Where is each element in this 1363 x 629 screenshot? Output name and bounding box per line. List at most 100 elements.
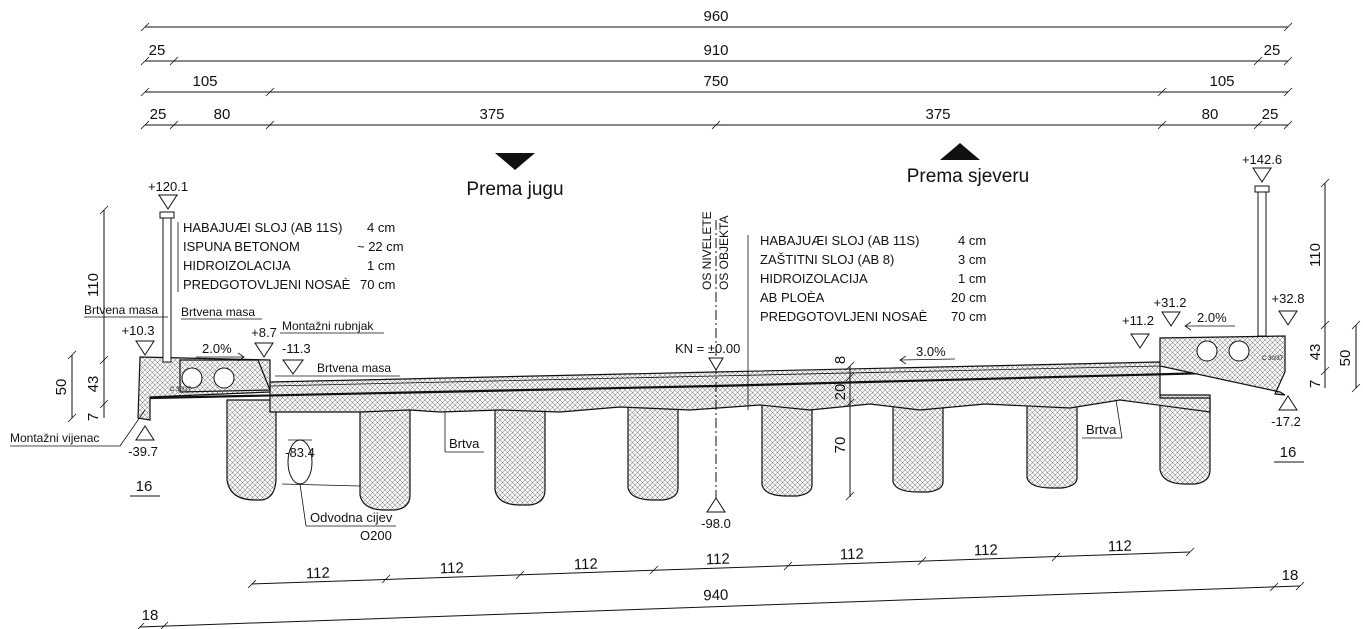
- top-dimension-rows: 960 25 910 25 105 750 105 25 80 375 375 …: [140, 8, 1293, 130]
- elev-rail-right: +142.6: [1242, 152, 1282, 167]
- layer-left-2-value: ~ 22 cm: [357, 239, 404, 254]
- span-112-1: 112: [306, 565, 330, 583]
- south-arrow-icon: [495, 153, 535, 170]
- vdim-right-split-tick: [1320, 366, 1330, 376]
- south-label: Prema jugu: [466, 179, 563, 200]
- slope-left: 2.0%: [202, 341, 232, 356]
- span-112-2: 112: [440, 560, 464, 578]
- layer-right-1-value: 4 cm: [958, 233, 986, 248]
- vdim-left-rail: 110: [85, 273, 102, 297]
- layer-right-2-value: 3 cm: [958, 252, 986, 267]
- annotation-brtvena-masa-1: Brtvena masa: [84, 303, 158, 317]
- elev-right-top: +31.2: [1154, 295, 1187, 310]
- right-duct-1: [1196, 340, 1218, 362]
- elev-left-kerb-icon: [282, 359, 304, 375]
- layer-right-3-name: HIDROIZOLACIJA: [760, 271, 868, 286]
- girder-7: [1026, 399, 1078, 489]
- kn-label: KN = ±0.00: [675, 341, 740, 356]
- layer-right-3-value: 1 cm: [958, 271, 986, 286]
- vdim-right-upper: 43: [1307, 344, 1324, 361]
- annotation-brtva-right: Brtva: [1086, 422, 1117, 437]
- span-112-7: 112: [1108, 538, 1132, 556]
- layer-right-4-name: AB PLOÈA: [760, 290, 825, 305]
- girder-6: [892, 399, 944, 493]
- dim-80-b: 80: [214, 106, 231, 123]
- dim-25-right-row2: 25: [1264, 42, 1281, 59]
- layer-right-4-value: 20 cm: [951, 290, 986, 305]
- left-rail-post: [162, 211, 172, 363]
- right-duct-2: [1228, 340, 1250, 362]
- elev-left-kerb: -11.3: [282, 341, 311, 356]
- annotation-montazni-rubnjak: Montažni rubnjak: [282, 319, 374, 333]
- layer-right-5-value: 70 cm: [951, 309, 986, 324]
- layer-left-4-name: PREDGOTOVLJENI NOSAÈ: [183, 277, 351, 292]
- dim-80-e: 80: [1202, 106, 1219, 123]
- elev-rail-right-icon: [1252, 167, 1272, 183]
- bottom-span-ticks: [247, 547, 1195, 589]
- dim-18-left: 18: [142, 607, 159, 624]
- left-duct-1: [181, 367, 203, 389]
- bottom-total-ticks: [137, 581, 1305, 629]
- layer-left-1-name: HABAJUÆI SLOJ (AB 11S): [183, 220, 342, 235]
- layer-right-5-name: PREDGOTOVLJENI NOSAÈ: [760, 309, 928, 324]
- span-112-4: 112: [706, 551, 730, 569]
- vdim-right-total: 50: [1337, 350, 1354, 367]
- vdim-left-upper: 43: [85, 376, 102, 393]
- vdim-left-lower: 7: [85, 413, 102, 421]
- elev-left-outer: +10.3: [122, 323, 155, 338]
- annotation-concrete-right: C 30/37: [1262, 356, 1284, 362]
- left-duct-2: [213, 367, 235, 389]
- girder-5: [761, 399, 813, 497]
- axis-objekt-label: OS OBJEKTA: [717, 216, 731, 290]
- vdim-deck-slab: 20: [832, 384, 849, 401]
- elev-left-outer-icon: [135, 340, 155, 356]
- elev-right-outer-icon: [1278, 310, 1298, 326]
- dim-25-left-row2: 25: [149, 42, 166, 59]
- vdim-right-rail: 110: [1307, 243, 1324, 267]
- annotation-concrete-left: C 30/37: [170, 387, 192, 393]
- vertical-dimensions: 110 50 43 7 16 110 50 43 7 16 8 20 70: [53, 178, 1361, 501]
- elev-girder-bottom: -98.0: [701, 516, 731, 531]
- right-cornice: [1159, 335, 1286, 396]
- bottom-total-line: [139, 585, 1301, 628]
- elev-right-top-icon: [1161, 311, 1181, 327]
- bottom-dimensions: 112 112 112 112 112 112 112 940 18 18: [137, 538, 1305, 629]
- right-rail-cap: [1254, 185, 1270, 193]
- vdim-deck-ticks: [845, 361, 855, 501]
- dim-25-a: 25: [150, 106, 167, 123]
- axis-niveleta-label: OS NIVELETE: [700, 211, 714, 290]
- annotation-odvodna-cijev: Odvodna cijev: [310, 510, 393, 525]
- slope-right: 2.0%: [1197, 310, 1227, 325]
- dim-105-left: 105: [192, 73, 217, 90]
- dim-960: 960: [703, 8, 728, 25]
- annotation-odvodna-leader: [299, 483, 307, 527]
- elevation-markers: +120.1 +142.6 +10.3 +8.7 -11.3 +11.2 +31…: [122, 152, 1305, 531]
- elev-right-bottom: -17.2: [1271, 414, 1301, 429]
- elev-right-outer: +32.8: [1272, 291, 1305, 306]
- vdim-girder-depth: 70: [832, 437, 849, 454]
- layer-left-4-value: 70 cm: [360, 277, 395, 292]
- annotation-montazni-vijenac-leader: [119, 409, 146, 447]
- deck-slab: [269, 361, 1211, 413]
- span-112-6: 112: [974, 542, 998, 560]
- vdim-right-width: 16: [1280, 444, 1297, 461]
- vdim-deck-surface: 8: [832, 356, 849, 364]
- dim-row-2-ticks: [140, 56, 1293, 66]
- dim-375-c: 375: [479, 106, 504, 123]
- elev-left-inner-icon: [254, 342, 274, 358]
- direction-markers: Prema jugu Prema sjeveru: [466, 143, 1029, 200]
- dim-375-d: 375: [925, 106, 950, 123]
- layer-right-1-name: HABAJUÆI SLOJ (AB 11S): [760, 233, 919, 248]
- girder-8: [1159, 394, 1211, 485]
- elev-girder-bottom-icon: [706, 497, 726, 513]
- slope-middle-arrow-icon: [899, 355, 956, 365]
- dim-row-3-ticks: [140, 87, 1293, 97]
- vdim-right-total-ticks: [1351, 320, 1361, 393]
- dim-25-f: 25: [1262, 106, 1279, 123]
- girder-3: [494, 399, 546, 506]
- north-label: Prema sjeveru: [907, 166, 1030, 187]
- dim-105-right: 105: [1209, 73, 1234, 90]
- slope-left-arrow-icon: [196, 352, 245, 362]
